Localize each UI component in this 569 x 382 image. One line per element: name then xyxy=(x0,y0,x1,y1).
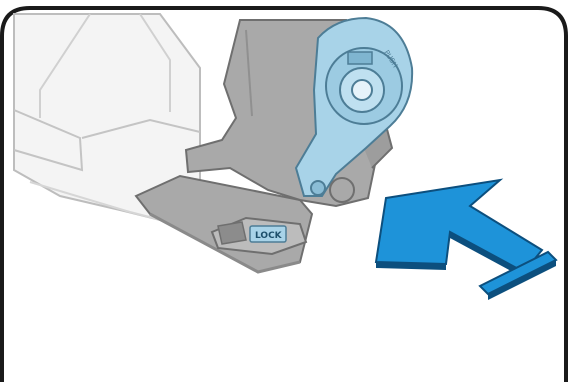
lock-lever-label: LOCK xyxy=(255,231,283,241)
